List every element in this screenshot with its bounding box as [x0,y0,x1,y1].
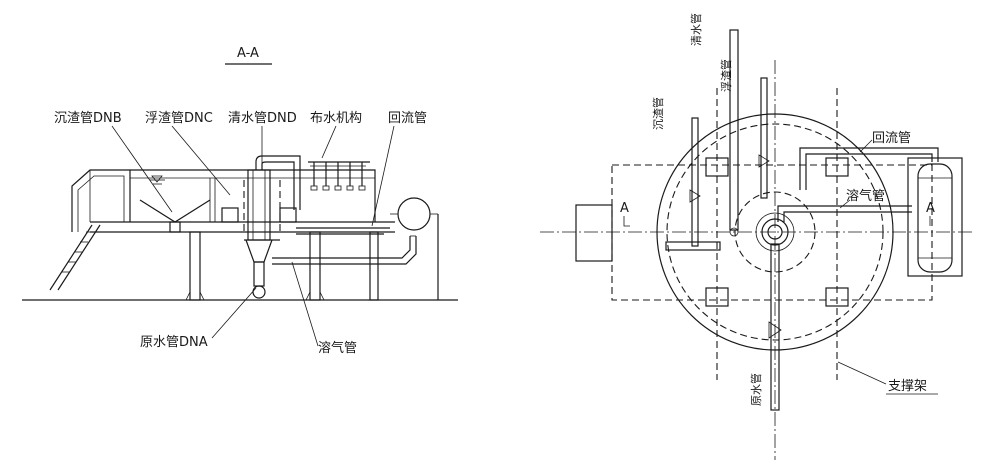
distributor-nozzles [308,161,370,191]
center-column-outer [761,218,789,246]
svg-text:A: A [926,201,935,216]
tank-inner-circle [666,123,884,341]
tank-legs [185,231,379,301]
section-title: A-A [237,46,259,61]
label-plan-support: 支撑架 [888,379,927,394]
label-plan-clear-pipe: 清水管 [689,13,703,46]
air-pipe-plan [777,205,912,222]
pump [397,197,431,231]
section-view: A-A [22,46,458,356]
label-plan-raw-pipe: 原水管 [749,373,763,406]
label-plan-sludge-pipe: 沉渣管 [651,97,665,130]
left-wall [71,169,131,232]
return-and-air-pipes [272,197,445,301]
inlet-box [575,204,613,262]
platform-outline [611,164,933,301]
tank-outer-circle [656,113,894,351]
label-sludge-pipe-dnb: 沉渣管DNB [54,111,122,126]
leader-lines [111,125,395,347]
central-column [221,155,301,299]
inclined-ramp [49,224,101,291]
label-return-pipe: 回流管 [388,111,427,126]
sludge-pipe-plan [665,117,721,251]
dissolved-air-vessel [907,157,963,277]
label-plan-air-pipe: 溶气管 [846,188,885,204]
tank-body [90,169,395,233]
label-plan-return-pipe: 回流管 [872,131,911,146]
plan-leader-lines [837,139,887,385]
label-plan-scum-pipe: 浮渣管 [719,59,733,92]
clear-pipe-plan [729,29,739,237]
support-legs [705,88,849,380]
label-scum-pipe-dnc: 浮渣管DNC [145,111,213,126]
label-distributor: 布水机构 [310,111,362,126]
svg-text:A: A [620,201,629,216]
central-zone [734,191,816,273]
label-clear-pipe-dnd: 清水管DND [228,111,297,126]
label-air-pipe: 溶气管 [318,340,357,356]
section-mark-right: A [926,201,935,226]
center-column-inner [767,224,783,240]
plan-view: A A 清水管 浮渣管 沉渣管 原水管 回流管 溶气管 支撑架 [540,13,975,460]
scum-pipe-plan [758,77,770,199]
raw-pipe-plan [768,243,782,411]
label-raw-pipe-dna: 原水管DNA [140,335,208,350]
return-pipe-plan [799,147,939,190]
section-mark-left: A [620,201,630,227]
